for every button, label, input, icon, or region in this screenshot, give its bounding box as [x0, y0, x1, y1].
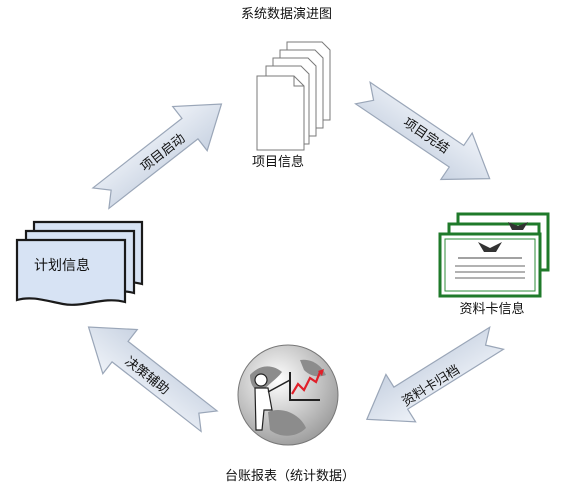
project-info-label: 项目信息 — [251, 155, 304, 170]
stacked-documents-icon — [256, 41, 331, 151]
certificate-icon — [438, 212, 550, 298]
plan-documents-icon — [15, 220, 144, 306]
plan-info-label: 计划信息 — [34, 257, 90, 274]
card-info-label: 资料卡信息 — [459, 302, 525, 317]
report-globe-icon — [237, 344, 339, 446]
ledger-report-label: 台账报表（统计数据） — [224, 469, 355, 484]
diagram-title: 系统数据演进图 — [240, 7, 332, 22]
